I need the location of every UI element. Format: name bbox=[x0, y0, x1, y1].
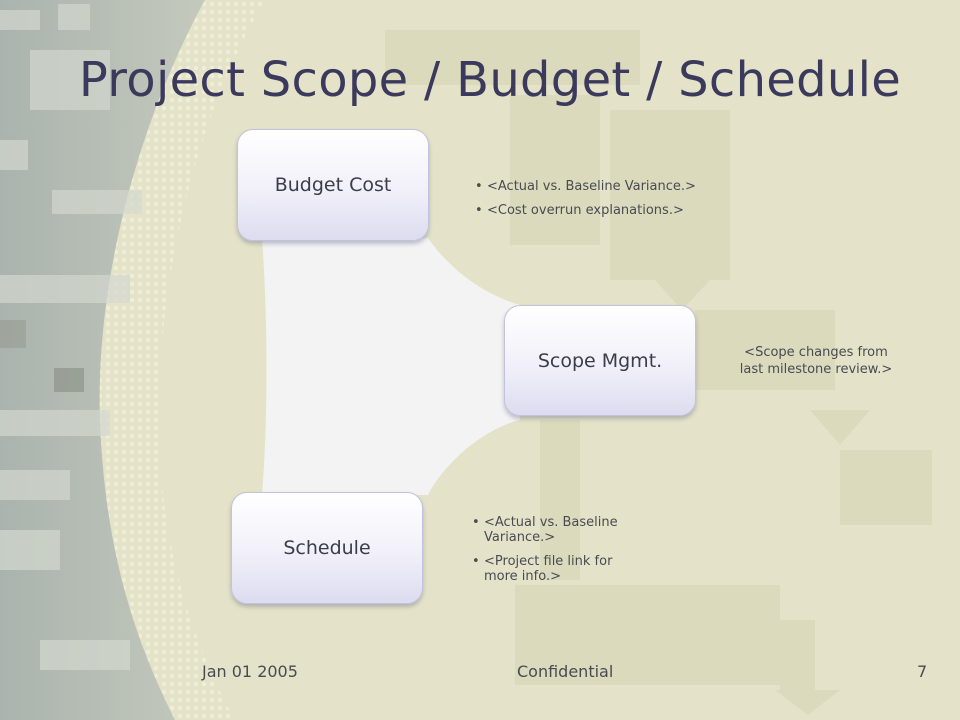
footer-date: Jan 01 2005 bbox=[202, 662, 298, 681]
budget-note-item: <Cost overrun explanations.> bbox=[475, 203, 735, 218]
schedule-note-item: <Project file link for more info.> bbox=[472, 554, 634, 584]
connector-shape bbox=[262, 238, 520, 495]
scope-note-line: <Scope changes from bbox=[744, 345, 888, 360]
schedule-label: Schedule bbox=[283, 537, 371, 559]
schedule-note-item: <Actual vs. Baseline Variance.> bbox=[472, 515, 634, 545]
budget-cost-box: Budget Cost bbox=[237, 129, 429, 241]
budget-notes: <Actual vs. Baseline Variance.> <Cost ov… bbox=[475, 179, 735, 227]
left-flowchart bbox=[0, 4, 142, 670]
schedule-box: Schedule bbox=[231, 492, 423, 604]
scope-mgmt-box: Scope Mgmt. bbox=[504, 305, 696, 416]
scope-mgmt-label: Scope Mgmt. bbox=[537, 349, 663, 372]
budget-cost-label: Budget Cost bbox=[274, 174, 392, 196]
budget-note-item: <Actual vs. Baseline Variance.> bbox=[475, 179, 735, 194]
schedule-notes: <Actual vs. Baseline Variance.> <Project… bbox=[472, 515, 634, 593]
scope-note-line: last milestone review.> bbox=[739, 362, 893, 377]
page-title: Project Scope / Budget / Schedule bbox=[78, 52, 902, 108]
page-number: 7 bbox=[917, 662, 928, 681]
scope-notes: <Scope changes from last milestone revie… bbox=[728, 344, 904, 378]
footer-confidential: Confidential bbox=[517, 662, 614, 681]
